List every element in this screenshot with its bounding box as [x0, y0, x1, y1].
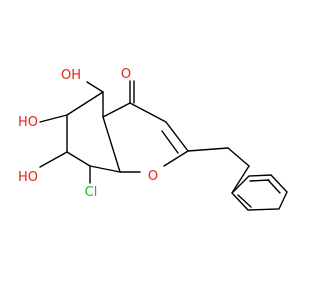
bond-c8-c8a — [89, 165, 121, 173]
bond-c6-oh — [39, 114, 68, 123]
bond-c3-c2-a — [165, 121, 189, 152]
atom-ring-o: O — [148, 169, 158, 184]
atom-cl-8: Cl — [85, 185, 98, 200]
atom-oh-5: OH — [61, 68, 81, 83]
bond-c4a-c4 — [102, 102, 131, 118]
bond-c2-ch2 — [187, 147, 229, 152]
benzene-ring — [231, 174, 288, 211]
bond-c7-c8 — [66, 151, 91, 167]
molecule-structure: O O OH HO HO Cl — [18, 67, 288, 211]
bond-c8a-c4a — [102, 116, 121, 173]
bond-c5-c6 — [66, 91, 104, 116]
bond-c7-oh — [39, 151, 68, 168]
bond-c3-c2-b — [161, 130, 179, 154]
benzene-double-2 — [267, 179, 281, 194]
atom-oh-7: HO — [18, 170, 38, 185]
benzene-double-1 — [237, 194, 252, 208]
benzene-double-3 — [249, 179, 270, 182]
bond-ch2-ch2 — [227, 147, 250, 167]
bond-c4-c3 — [129, 102, 167, 123]
bond-c2-o1 — [163, 150, 189, 167]
bond-ch2-ph — [231, 165, 250, 194]
atom-oxo-o: O — [121, 67, 131, 82]
atom-oh-6: HO — [18, 115, 38, 130]
bond-c5-oh — [86, 81, 104, 93]
